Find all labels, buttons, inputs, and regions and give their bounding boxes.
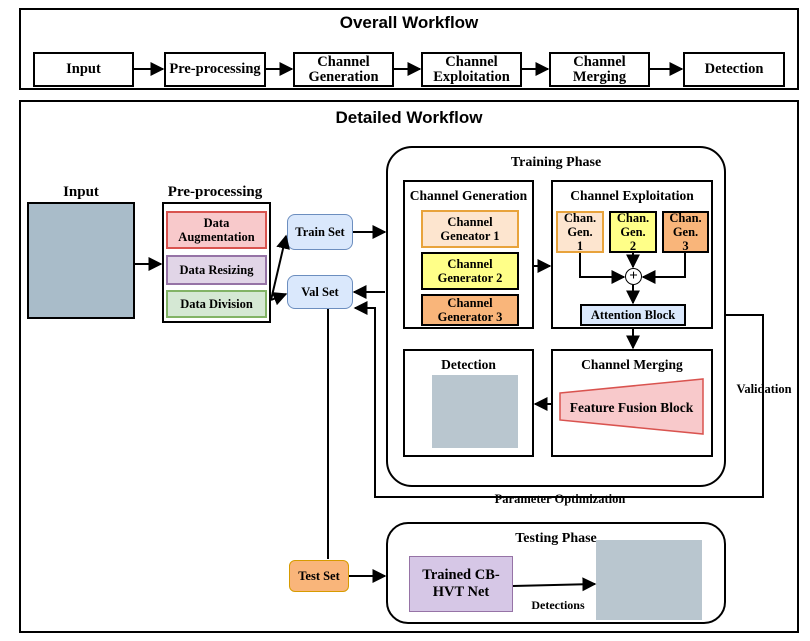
sum-node: + <box>625 268 642 285</box>
data-augmentation-box: Data Augmentation <box>166 211 267 249</box>
data-resizing-box: Data Resizing <box>166 255 267 285</box>
overall-step-channel-exploitation: Channel Exploitation <box>421 52 522 87</box>
training-phase-title: Training Phase <box>510 155 602 170</box>
testing-phase-frame <box>386 522 726 624</box>
parameter-optimization-label: Parameter Optimization <box>492 492 628 506</box>
chan-gen-3-box: Chan. Gen. 3 <box>662 211 709 253</box>
channel-generator-2: Channel Generator 2 <box>421 252 519 290</box>
testing-phase-title: Testing Phase <box>515 531 597 546</box>
channel-exploitation-title: Channel Exploitation <box>570 188 694 203</box>
channel-generator-1: Channel Geneator 1 <box>421 210 519 248</box>
feature-fusion-label: Feature Fusion Block <box>569 400 694 415</box>
preprocessing-title: Pre-processing <box>167 184 263 200</box>
overall-workflow-title: Overall Workflow <box>339 13 479 32</box>
overall-step-channel-generation: Channel Generation <box>293 52 394 87</box>
attention-block: Attention Block <box>580 304 686 326</box>
chan-gen-1-box: Chan. Gen. 1 <box>556 211 604 253</box>
preprocessing-box <box>162 202 271 323</box>
overall-step-input: Input <box>33 52 134 87</box>
testing-result-image <box>596 540 702 620</box>
val-set-box: Val Set <box>287 275 353 309</box>
overall-step-detection: Detection <box>683 52 785 87</box>
train-set-box: Train Set <box>287 214 353 250</box>
input-label: Input <box>63 184 99 200</box>
input-image-panel <box>27 202 135 319</box>
chan-gen-2-box: Chan. Gen. 2 <box>609 211 657 253</box>
sum-symbol: + <box>629 268 638 284</box>
detections-label: Detections <box>531 598 585 612</box>
detection-title: Detection <box>441 357 496 372</box>
detection-result-image <box>432 375 518 448</box>
validation-label: Validation <box>733 382 795 396</box>
overall-step-preprocessing: Pre-processing <box>164 52 266 87</box>
channel-merging-title: Channel Merging <box>581 357 683 372</box>
overall-step-channel-merging: Channel Merging <box>549 52 650 87</box>
channel-generation-title: Channel Generation <box>409 188 528 203</box>
overall-workflow-frame <box>19 8 799 90</box>
data-division-box: Data Division <box>166 290 267 318</box>
trained-model-box: Trained CB-HVT Net <box>409 556 513 612</box>
detailed-workflow-frame <box>19 100 799 633</box>
test-set-box: Test Set <box>289 560 349 592</box>
channel-generator-3: Channel Generator 3 <box>421 294 519 326</box>
detailed-workflow-title: Detailed Workflow <box>335 108 483 127</box>
